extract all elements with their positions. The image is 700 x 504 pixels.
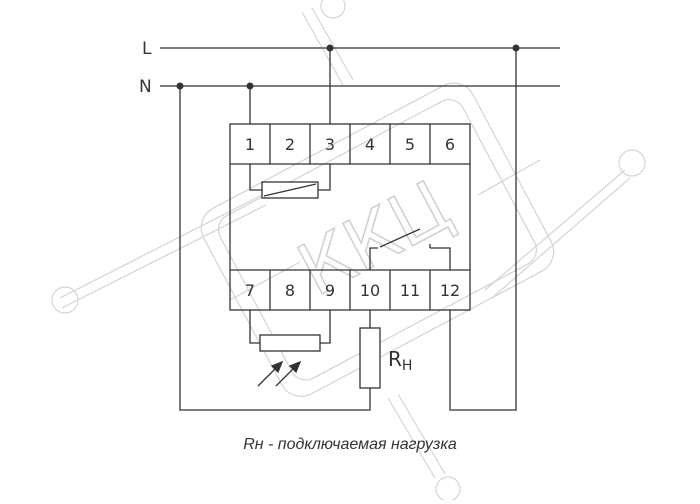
caption: Rн - подключаемая нагрузка xyxy=(243,436,457,453)
top-terminal-labels: 1 2 3 4 5 6 xyxy=(245,135,455,154)
terminal-label: 4 xyxy=(365,135,375,154)
internal-resistor xyxy=(261,181,319,199)
terminal-label: 11 xyxy=(400,281,420,300)
wiring xyxy=(160,47,560,411)
terminal-label: 7 xyxy=(245,281,255,300)
load-label-main: R xyxy=(388,347,402,371)
watermark: ККЦ xyxy=(51,0,646,502)
junction-dot xyxy=(326,44,334,52)
l-label: L xyxy=(142,39,152,59)
terminal-label: 1 xyxy=(245,135,255,154)
load-label: RH xyxy=(388,347,412,374)
terminal-label: 12 xyxy=(440,281,460,300)
load-resistor xyxy=(359,327,381,389)
terminal-label: 8 xyxy=(285,281,295,300)
light-arrows-icon xyxy=(257,360,302,387)
top-terminal-row xyxy=(269,124,431,164)
bottom-terminal-row xyxy=(269,270,431,310)
junction-dot xyxy=(246,82,254,90)
n-label: N xyxy=(139,77,152,97)
terminal-label: 3 xyxy=(325,135,335,154)
junction-dots xyxy=(176,44,520,90)
photoresistor xyxy=(259,334,321,352)
load-label-subscript: H xyxy=(402,358,413,374)
terminal-label: 9 xyxy=(325,281,335,300)
junction-dot xyxy=(176,82,184,90)
junction-dot xyxy=(512,44,520,52)
terminal-label: 6 xyxy=(445,135,455,154)
bottom-terminal-labels: 7 8 9 10 11 12 xyxy=(245,281,460,300)
terminal-label: 2 xyxy=(285,135,295,154)
terminal-label: 5 xyxy=(405,135,415,154)
terminal-label: 10 xyxy=(360,281,380,300)
